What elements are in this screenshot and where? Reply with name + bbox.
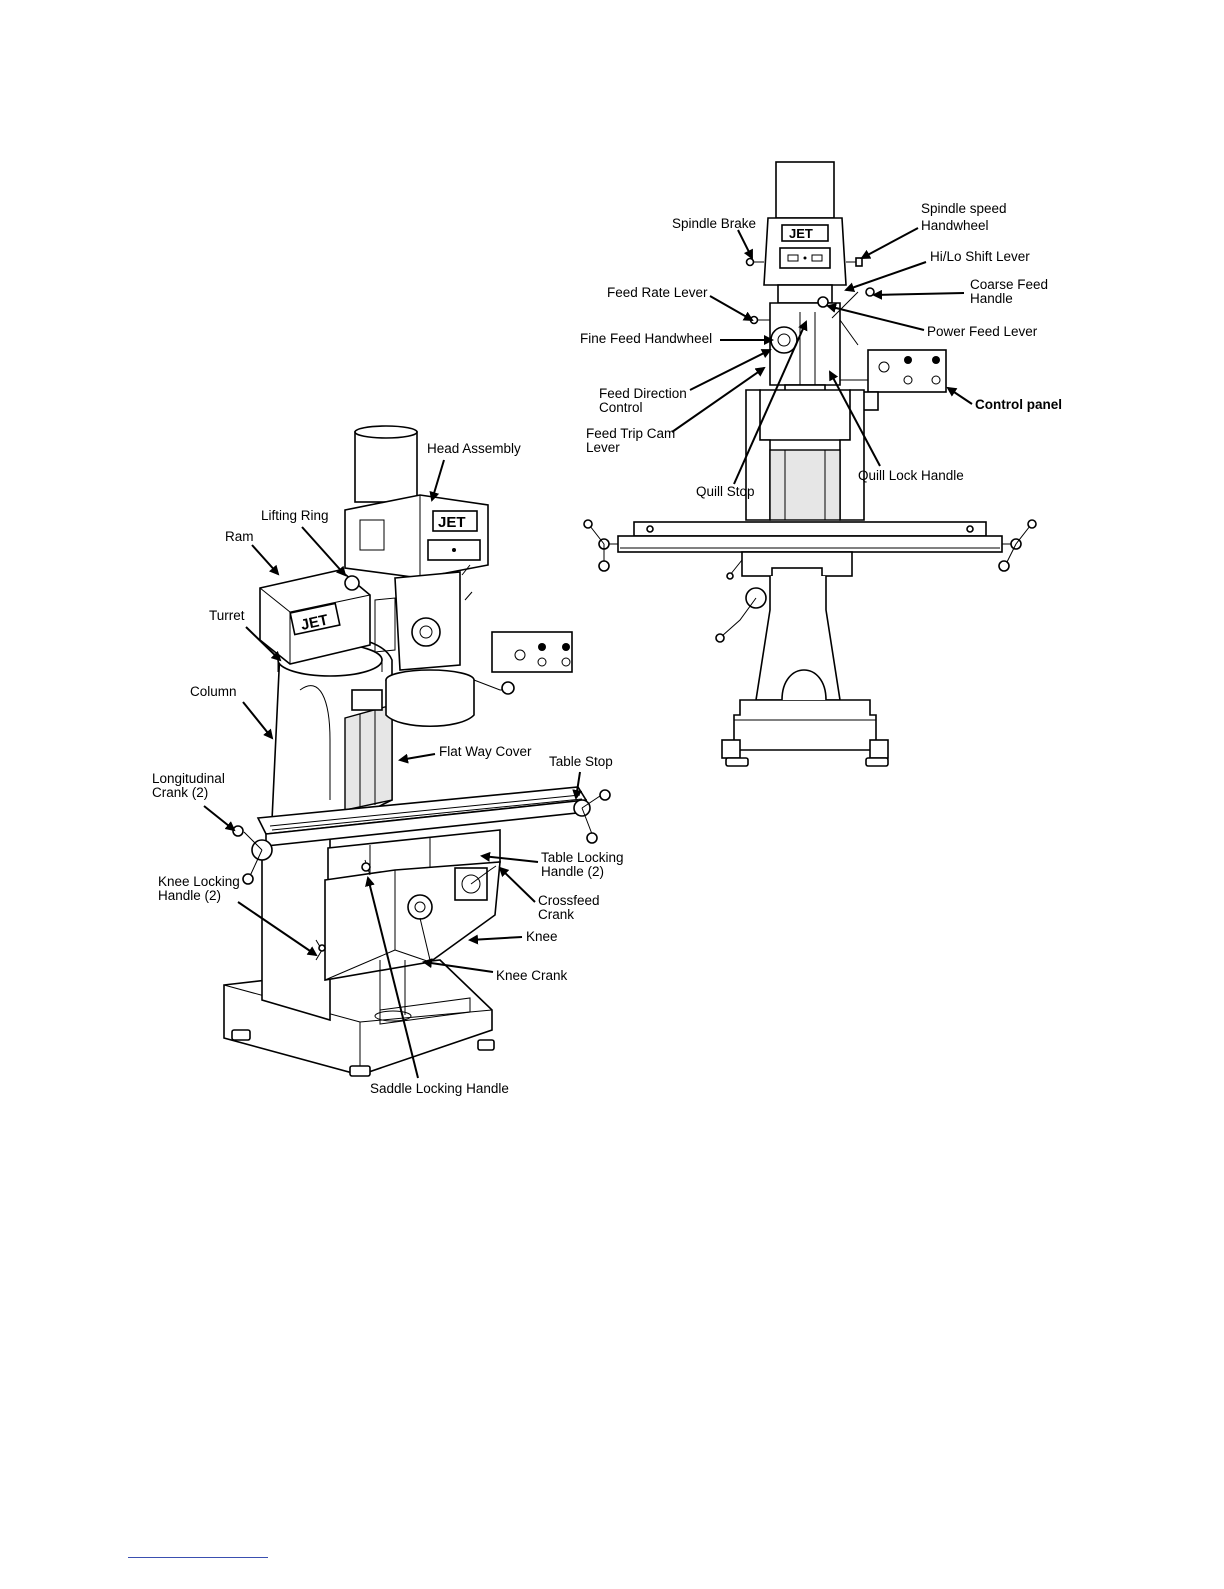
label-table-locking-line2: Handle (2)	[541, 864, 604, 879]
front-view-leaders	[671, 227, 973, 485]
label-longitudinal-crank-line2: Crank (2)	[152, 785, 208, 800]
ram-brand-mark: JET	[299, 612, 329, 634]
side-view-leaders	[203, 459, 583, 1079]
label-power-feed-lever: Power Feed Lever	[927, 324, 1038, 339]
side-view-illustration: JET JET	[223, 425, 611, 1077]
front-brand-mark: JET	[789, 226, 813, 241]
head-brand-mark: JET	[438, 514, 466, 531]
label-coarse-feed-line1: Coarse Feed	[970, 277, 1048, 292]
label-feed-direction-line1: Feed Direction	[599, 386, 687, 401]
label-hilo-shift-lever: Hi/Lo Shift Lever	[930, 249, 1030, 264]
label-ram: Ram	[225, 529, 254, 544]
front-view-illustration: JET	[583, 161, 1037, 767]
label-feed-direction-line2: Control	[599, 400, 643, 415]
front-view-labels: Spindle Brake Spindle speed Handwheel Hi…	[580, 201, 1062, 499]
footer-rule	[128, 1557, 268, 1558]
label-spindle-speed-line2: Handwheel	[921, 218, 989, 233]
label-crossfeed-line1: Crossfeed	[538, 893, 600, 908]
side-view-labels: Head Assembly Lifting Ring Ram Turret Co…	[152, 441, 624, 1096]
label-feed-rate-lever: Feed Rate Lever	[607, 285, 708, 300]
label-coarse-feed-line2: Handle	[970, 291, 1013, 306]
label-knee-crank: Knee Crank	[496, 968, 568, 983]
label-column: Column	[190, 684, 237, 699]
label-table-stop: Table Stop	[549, 754, 613, 769]
label-control-panel: Control panel	[975, 397, 1062, 412]
label-knee: Knee	[526, 929, 558, 944]
label-quill-lock-handle: Quill Lock Handle	[858, 468, 964, 483]
label-turret: Turret	[209, 608, 245, 623]
label-knee-locking-line2: Handle (2)	[158, 888, 221, 903]
label-table-locking-line1: Table Locking	[541, 850, 624, 865]
label-spindle-brake: Spindle Brake	[672, 216, 756, 231]
label-saddle-locking-handle: Saddle Locking Handle	[370, 1081, 509, 1096]
label-feed-trip-line1: Feed Trip Cam	[586, 426, 675, 441]
label-knee-locking-line1: Knee Locking	[158, 874, 240, 889]
label-flat-way-cover: Flat Way Cover	[439, 744, 532, 759]
label-quill-stop: Quill Stop	[696, 484, 755, 499]
label-longitudinal-crank-line1: Longitudinal	[152, 771, 225, 786]
label-spindle-speed-line1: Spindle speed	[921, 201, 1007, 216]
label-crossfeed-line2: Crank	[538, 907, 574, 922]
label-fine-feed-handwheel: Fine Feed Handwheel	[580, 331, 712, 346]
label-lifting-ring: Lifting Ring	[261, 508, 329, 523]
label-head-assembly: Head Assembly	[427, 441, 521, 456]
label-feed-trip-line2: Lever	[586, 440, 620, 455]
